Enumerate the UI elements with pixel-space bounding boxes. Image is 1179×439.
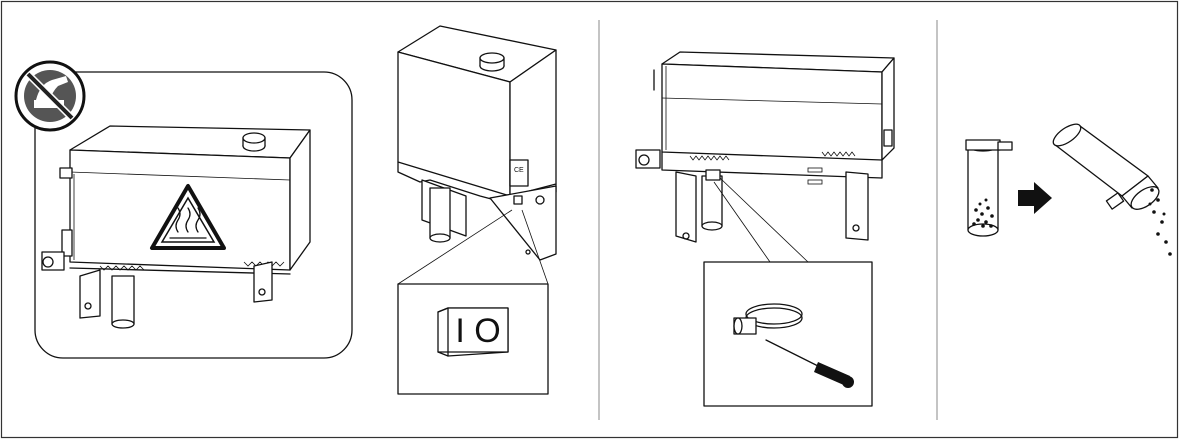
hose-clamp-icon bbox=[733, 303, 803, 335]
power-switch: I O bbox=[437, 307, 509, 357]
steam-generator-unit-front: CE bbox=[397, 25, 557, 261]
steam-generator-unit-side bbox=[635, 51, 895, 243]
screwdriver-icon bbox=[765, 339, 854, 388]
panel-1-rounded-frame bbox=[34, 71, 353, 359]
switch-label: I O bbox=[455, 312, 500, 350]
callout-line bbox=[521, 209, 549, 285]
filter-tube-upright bbox=[965, 139, 1013, 237]
panel-2-power-switch: CE I O bbox=[397, 25, 557, 395]
callout-line bbox=[719, 177, 809, 263]
right-arrow-icon bbox=[1018, 182, 1052, 214]
do-not-touch-icon bbox=[14, 60, 86, 132]
hot-surface-warning-icon bbox=[150, 184, 226, 250]
svg-text:CE: CE bbox=[514, 167, 524, 174]
callout-line bbox=[713, 181, 771, 263]
callout-line bbox=[397, 209, 513, 285]
filter-tube-tilted bbox=[1052, 123, 1160, 210]
panel-3-hose-clamp bbox=[635, 51, 895, 407]
panel-1-hot-surface bbox=[14, 60, 353, 359]
panel-4-filter-tube bbox=[965, 123, 1172, 256]
falling-debris bbox=[1148, 188, 1172, 256]
